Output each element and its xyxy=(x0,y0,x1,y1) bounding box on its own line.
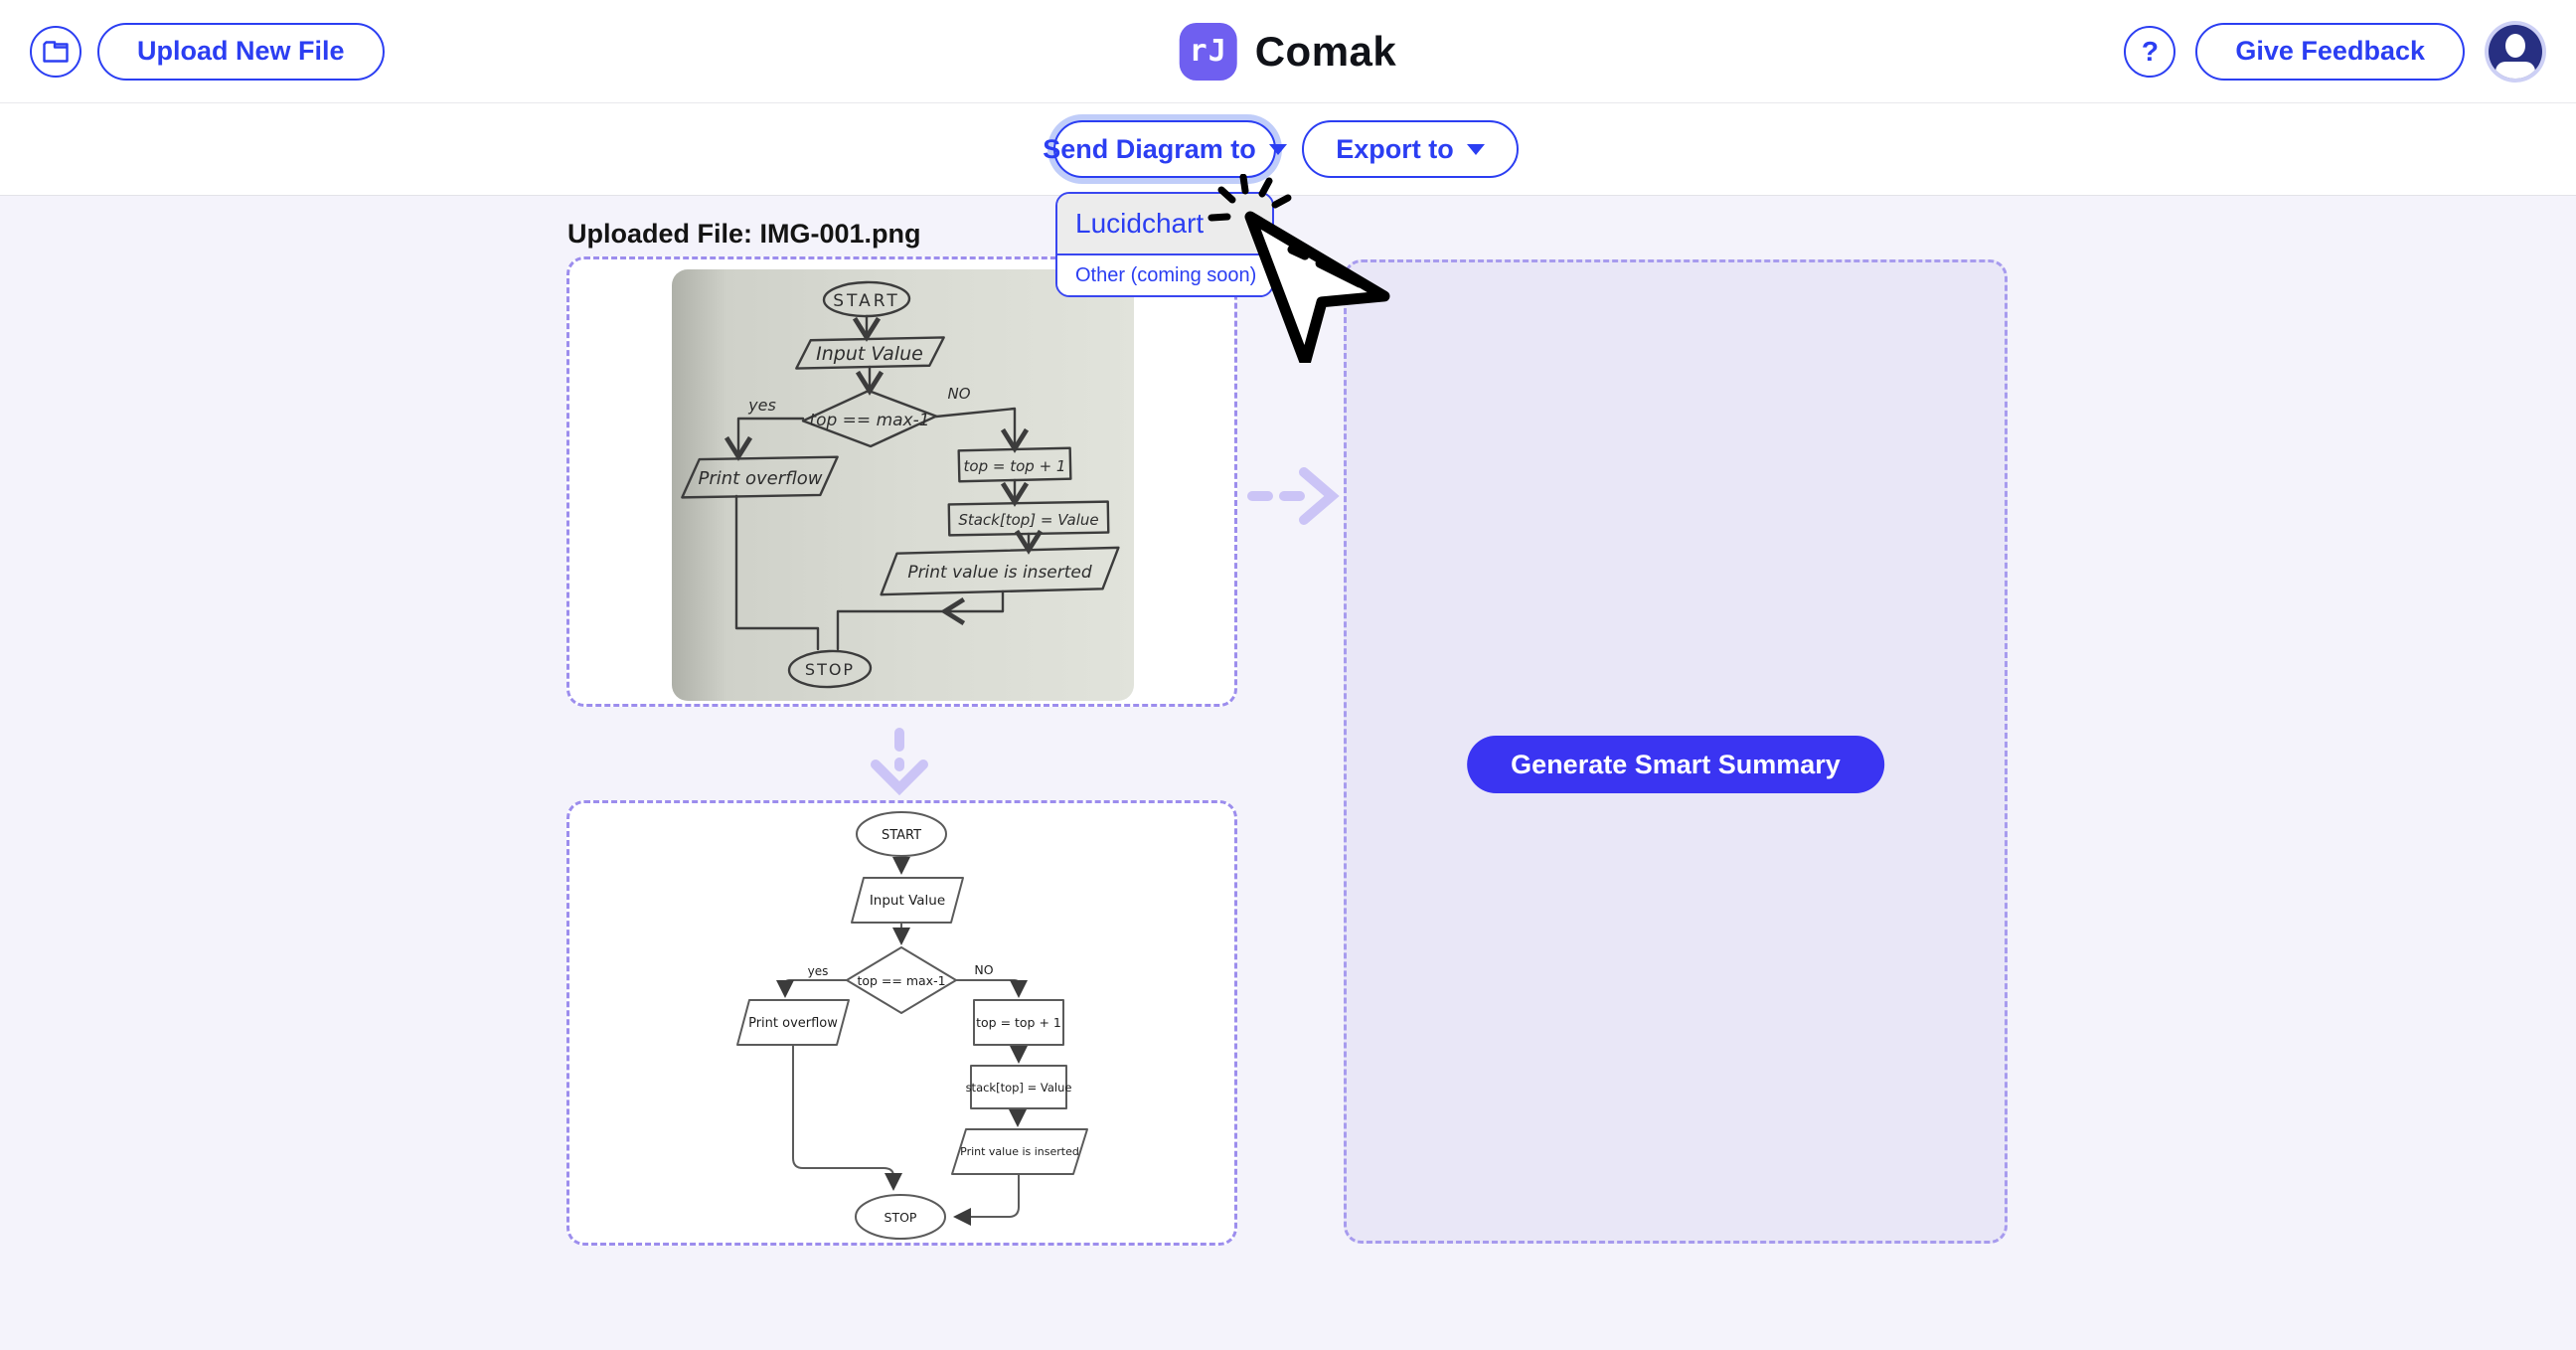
dig-node-assign: stack[top] = Value xyxy=(966,1081,1072,1095)
dig-node-decision: top == max-1 xyxy=(857,973,945,988)
menu-item-lucidchart[interactable]: Lucidchart xyxy=(1057,194,1272,255)
send-diagram-to-label: Send Diagram to xyxy=(1043,133,1256,164)
export-to-label: Export to xyxy=(1336,133,1454,164)
folder-icon xyxy=(43,40,69,63)
menu-item-other[interactable]: Other (coming soon) xyxy=(1057,255,1272,295)
flow-arrow-down-icon xyxy=(871,728,928,796)
brand-logo: rJ Comak xyxy=(1179,0,1397,102)
generate-smart-summary-button[interactable]: Generate Smart Summary xyxy=(1467,736,1884,793)
user-avatar[interactable] xyxy=(2485,20,2546,83)
header-right-group: ? Give Feedback xyxy=(2124,20,2576,83)
dig-edge-yes: yes xyxy=(808,964,829,978)
dig-node-stop: STOP xyxy=(885,1210,917,1225)
orig-edge-no: NO xyxy=(947,385,970,403)
dig-node-print: Print value is inserted xyxy=(960,1145,1079,1158)
brand-name: Comak xyxy=(1254,27,1397,75)
uploaded-file-label: Uploaded File: IMG-001.png xyxy=(567,219,921,249)
caret-down-icon xyxy=(1268,143,1287,155)
export-to-button[interactable]: Export to xyxy=(1302,120,1519,178)
send-diagram-dropdown-menu: Lucidchart Other (coming soon) xyxy=(1055,192,1274,297)
orig-node-overflow: Print overflow xyxy=(699,468,823,489)
uploaded-image-panel: START Input Value top == max-1 yes NO Pr… xyxy=(566,256,1237,707)
header-left-group: Upload New File xyxy=(0,22,385,81)
smart-summary-panel: Generate Smart Summary xyxy=(1344,259,2008,1244)
files-button[interactable] xyxy=(30,25,81,78)
orig-node-input: Input Value xyxy=(816,343,923,365)
orig-node-assign: Stack[top] = Value xyxy=(958,511,1098,529)
help-button[interactable]: ? xyxy=(2124,25,2176,78)
diagram-toolbar: Send Diagram to Export to xyxy=(0,103,2576,196)
orig-node-start: START xyxy=(833,291,899,311)
dig-edge-no: NO xyxy=(974,962,993,977)
dig-node-input: Input Value xyxy=(870,893,945,909)
brand-logo-icon: rJ xyxy=(1179,22,1237,81)
flow-arrow-right-icon xyxy=(1247,467,1340,525)
orig-node-decision: top == max-1 xyxy=(809,411,929,430)
digitized-diagram-panel: START Input Value top == max-1 yes NO Pr… xyxy=(566,800,1237,1246)
question-mark-icon: ? xyxy=(2141,35,2159,67)
orig-node-increment: top = top + 1 xyxy=(964,457,1066,475)
send-diagram-to-button[interactable]: Send Diagram to xyxy=(1043,120,1287,178)
give-feedback-button[interactable]: Give Feedback xyxy=(2195,22,2465,81)
app-header: Upload New File rJ Comak ? Give Feedback xyxy=(0,0,2576,103)
caret-down-icon xyxy=(1466,143,1485,155)
digital-flowchart: START Input Value top == max-1 yes NO Pr… xyxy=(736,811,1088,1240)
original-flowchart-image: START Input Value top == max-1 yes NO Pr… xyxy=(672,269,1134,701)
orig-node-stop: STOP xyxy=(805,660,855,679)
upload-new-file-button[interactable]: Upload New File xyxy=(97,22,385,81)
user-icon xyxy=(2489,24,2542,79)
orig-node-print: Print value is inserted xyxy=(907,563,1092,583)
dig-node-increment: top = top + 1 xyxy=(976,1015,1061,1030)
dig-node-start: START xyxy=(882,828,921,843)
orig-edge-yes: yes xyxy=(747,396,776,415)
dig-node-overflow: Print overflow xyxy=(748,1016,838,1031)
